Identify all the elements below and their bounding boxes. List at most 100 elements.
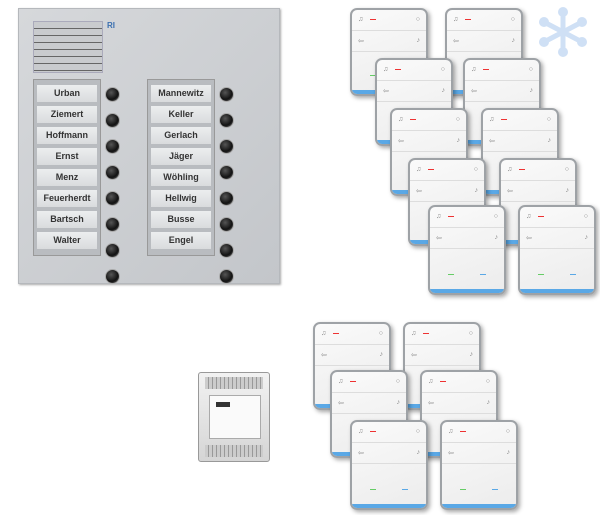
status-led-red	[370, 431, 376, 432]
call-row[interactable]: ♫○	[315, 324, 389, 345]
name-plate: Mannewitz	[151, 85, 211, 102]
indoor-unit: ♫○⇦♪	[428, 205, 506, 295]
door-row[interactable]: ⇦♪	[465, 81, 539, 102]
bell-button[interactable]	[219, 217, 234, 232]
door-row[interactable]: ⇦♪	[405, 345, 479, 366]
door-row[interactable]: ⇦♪	[315, 345, 389, 366]
call-row[interactable]: ♫○	[405, 324, 479, 345]
door-row[interactable]: ⇦♪	[377, 81, 451, 102]
call-row[interactable]: ♫○	[483, 110, 557, 131]
bell-button[interactable]	[219, 113, 234, 128]
status-led-red	[428, 169, 434, 170]
status-led-red	[410, 119, 416, 120]
door-row[interactable]: ⇦♪	[332, 393, 406, 414]
bell-button[interactable]	[105, 139, 120, 154]
status-led-green	[538, 274, 544, 275]
accent-light-bar	[352, 504, 426, 508]
status-led-red	[483, 69, 489, 70]
call-row[interactable]: ♫○	[442, 422, 516, 443]
door-row[interactable]: ⇦♪	[430, 228, 504, 249]
accent-light-bar	[520, 289, 594, 293]
status-led-blue	[570, 274, 576, 275]
indoor-unit: ♫○⇦♪	[440, 420, 518, 510]
bell-button[interactable]	[219, 243, 234, 258]
status-led-red	[370, 19, 376, 20]
module-faceplate	[209, 395, 261, 439]
name-plate: Gerlach	[151, 127, 211, 144]
bell-button[interactable]	[219, 87, 234, 102]
call-row[interactable]: ♫○	[410, 160, 484, 181]
indoor-unit: ♫○⇦♪	[518, 205, 596, 295]
brand-logo: RI	[107, 21, 115, 30]
name-plate: Jäger	[151, 148, 211, 165]
name-plate: Busse	[151, 211, 211, 228]
name-plate: Menz	[37, 169, 97, 186]
call-row[interactable]: ♫○	[447, 10, 521, 31]
call-row[interactable]: ♫○	[352, 422, 426, 443]
speaker-grille	[33, 21, 103, 73]
door-row[interactable]: ⇦♪	[447, 31, 521, 52]
door-row[interactable]: ⇦♪	[392, 131, 466, 152]
bell-button[interactable]	[105, 165, 120, 180]
door-row[interactable]: ⇦♪	[352, 443, 426, 464]
name-plate: Ziemert	[37, 106, 97, 123]
power-supply-module	[198, 372, 270, 462]
status-led-red	[350, 381, 356, 382]
status-led-red	[423, 333, 429, 334]
door-row[interactable]: ⇦♪	[422, 393, 496, 414]
bell-buttons-right	[219, 87, 234, 295]
bell-button[interactable]	[105, 269, 120, 284]
door-row[interactable]: ⇦♪	[352, 31, 426, 52]
bell-button[interactable]	[105, 217, 120, 232]
name-plate-column-left: Urban Ziemert Hoffmann Ernst Menz Feuerh…	[33, 79, 101, 256]
status-led-green	[370, 489, 376, 490]
accent-light-bar	[430, 289, 504, 293]
name-plate: Walter	[37, 232, 97, 249]
bell-button[interactable]	[105, 113, 120, 128]
status-led-blue	[402, 489, 408, 490]
name-plate: Ernst	[37, 148, 97, 165]
call-row[interactable]: ♫○	[501, 160, 575, 181]
door-row[interactable]: ⇦♪	[520, 228, 594, 249]
call-row[interactable]: ♫○	[332, 372, 406, 393]
status-led-green	[460, 489, 466, 490]
call-row[interactable]: ♫○	[392, 110, 466, 131]
door-row[interactable]: ⇦♪	[483, 131, 557, 152]
status-led-red	[395, 69, 401, 70]
call-row[interactable]: ♫○	[430, 207, 504, 228]
status-led-red	[465, 19, 471, 20]
status-led-green	[370, 75, 376, 76]
bell-button[interactable]	[219, 269, 234, 284]
status-led-red	[538, 216, 544, 217]
indoor-unit: ♫○⇦♪	[445, 8, 523, 96]
call-row[interactable]: ♫○	[520, 207, 594, 228]
status-led-green	[448, 274, 454, 275]
door-row[interactable]: ⇦♪	[442, 443, 516, 464]
name-plate-column-right: Mannewitz Keller Gerlach Jäger Wöhling H…	[147, 79, 215, 256]
bell-button[interactable]	[219, 191, 234, 206]
name-plate: Engel	[151, 232, 211, 249]
vent-ribs	[205, 377, 263, 389]
indoor-unit: ♫○⇦♪	[350, 420, 428, 510]
door-row[interactable]: ⇦♪	[410, 181, 484, 202]
name-plate: Wöhling	[151, 169, 211, 186]
status-led-red	[501, 119, 507, 120]
door-station-panel: RI Urban Ziemert Hoffmann Ernst Menz Feu…	[18, 8, 280, 284]
bell-button[interactable]	[105, 191, 120, 206]
bell-button[interactable]	[219, 139, 234, 154]
call-row[interactable]: ♫○	[465, 60, 539, 81]
bell-button[interactable]	[105, 243, 120, 258]
call-row[interactable]: ♫○	[352, 10, 426, 31]
bell-buttons-left	[105, 87, 120, 295]
bell-button[interactable]	[219, 165, 234, 180]
brand-watermark-icon	[539, 7, 587, 57]
door-row[interactable]: ⇦♪	[501, 181, 575, 202]
status-led-red	[440, 381, 446, 382]
call-row[interactable]: ♫○	[377, 60, 451, 81]
accent-light-bar	[442, 504, 516, 508]
name-plate: Bartsch	[37, 211, 97, 228]
call-row[interactable]: ♫○	[422, 372, 496, 393]
status-led-blue	[480, 274, 486, 275]
status-led-red	[460, 431, 466, 432]
bell-button[interactable]	[105, 87, 120, 102]
